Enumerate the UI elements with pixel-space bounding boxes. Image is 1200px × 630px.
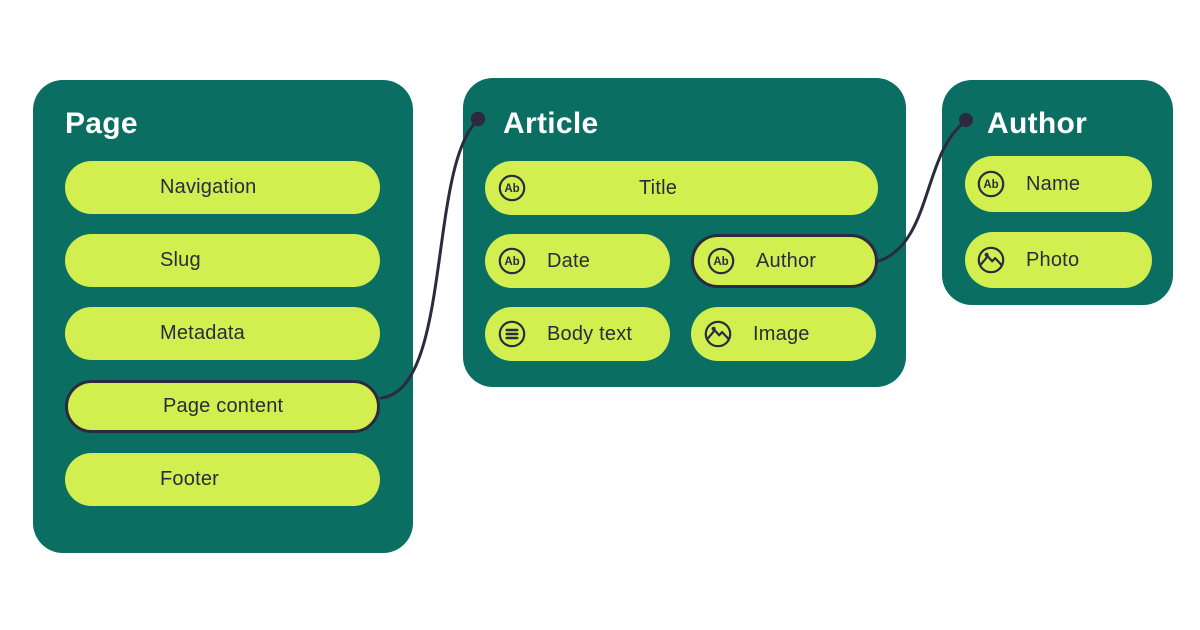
page-card: Page Navigation Slug Metadata Page conte… bbox=[33, 80, 413, 553]
field-slug: Slug bbox=[65, 234, 380, 287]
field-date: Ab Date bbox=[485, 234, 670, 288]
field-name-label: Name bbox=[1026, 172, 1081, 195]
article-card: Article Ab Title Ab Date Ab Author bbox=[463, 78, 906, 387]
image-field-icon bbox=[977, 246, 1005, 274]
author-card: Author Ab Name Photo bbox=[942, 80, 1173, 305]
field-footer-label: Footer bbox=[160, 468, 220, 490]
field-date-label: Date bbox=[547, 249, 591, 272]
text-field-icon: Ab bbox=[977, 170, 1005, 198]
text-field-icon: Ab bbox=[498, 247, 526, 275]
svg-text:Ab: Ab bbox=[713, 256, 728, 268]
field-author: Ab Author bbox=[691, 234, 878, 288]
field-page-content: Page content bbox=[65, 380, 380, 433]
field-metadata: Metadata bbox=[65, 307, 380, 360]
svg-text:Ab: Ab bbox=[983, 179, 998, 191]
author-card-title: Author bbox=[987, 107, 1088, 140]
field-metadata-label: Metadata bbox=[160, 322, 245, 344]
page-card-title: Page bbox=[65, 107, 138, 140]
field-photo-label: Photo bbox=[1026, 248, 1080, 271]
field-body-text-label: Body text bbox=[547, 322, 633, 345]
field-page-content-label: Page content bbox=[163, 395, 284, 417]
rich-text-icon bbox=[498, 320, 526, 348]
svg-text:Ab: Ab bbox=[504, 256, 519, 268]
field-image-label: Image bbox=[753, 322, 810, 345]
field-slug-label: Slug bbox=[160, 249, 201, 271]
svg-text:Ab: Ab bbox=[504, 183, 519, 195]
field-body-text: Body text bbox=[485, 307, 670, 361]
article-card-title: Article bbox=[503, 107, 599, 140]
field-navigation: Navigation bbox=[65, 161, 380, 214]
field-image: Image bbox=[691, 307, 876, 361]
field-name: Ab Name bbox=[965, 156, 1152, 212]
image-field-icon bbox=[704, 320, 732, 348]
field-footer: Footer bbox=[65, 453, 380, 506]
text-field-icon: Ab bbox=[707, 247, 735, 275]
field-navigation-label: Navigation bbox=[160, 176, 257, 198]
field-photo: Photo bbox=[965, 232, 1152, 288]
field-title-label: Title bbox=[639, 176, 678, 199]
text-field-icon: Ab bbox=[498, 174, 526, 202]
field-author-label: Author bbox=[756, 249, 817, 272]
field-title: Ab Title bbox=[485, 161, 878, 215]
